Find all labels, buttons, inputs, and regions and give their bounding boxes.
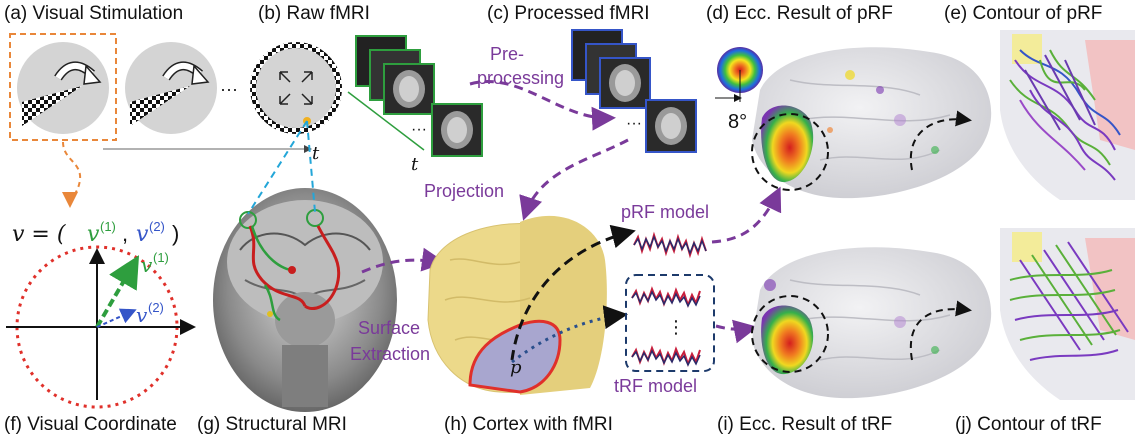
- selected-stimulus-box: [9, 33, 117, 141]
- trf-brain-surface: [752, 247, 992, 399]
- title-visual-stimulation: (a) Visual Stimulation: [4, 3, 183, 24]
- prf-brain-surface: [752, 47, 992, 199]
- trf-timeseries-2: [631, 345, 701, 367]
- prf-to-ecc-arrow: [711, 186, 782, 244]
- stimulus-to-coordinate-arrow: [62, 141, 82, 208]
- title-ecc-prf: (d) Ecc. Result of pRF: [706, 3, 893, 24]
- title-visual-coordinate: (f) Visual Coordinate: [4, 414, 177, 435]
- v2-vector: [96, 308, 137, 328]
- time-label-stimulus: t: [312, 143, 320, 164]
- coord-eq-prefix: v = (: [12, 222, 66, 247]
- coord-eq-v2-sup: (2): [149, 219, 165, 234]
- projection-label: Projection: [424, 181, 504, 201]
- axis-v2-sup: (2): [148, 300, 164, 315]
- title-structural-mri: (g) Structural MRI: [197, 414, 347, 435]
- eccentricity-scale-label: 8°: [728, 111, 747, 133]
- to-prf-model-arrow: [510, 224, 636, 361]
- preprocessing-label-1: Pre-: [490, 44, 524, 64]
- sight-line-right: [306, 120, 316, 213]
- axis-v1: v: [141, 253, 153, 277]
- axis-v1-sup: (1): [153, 250, 169, 265]
- coord-eq-v1-sup: (1): [100, 219, 116, 234]
- coord-eq-close: ): [172, 221, 179, 246]
- title-contour-trf: (j) Contour of tRF: [955, 414, 1102, 435]
- frames-ellipsis: ···: [220, 79, 238, 99]
- title-contour-prf: (e) Contour of pRF: [944, 3, 1102, 24]
- title-ecc-trf: (i) Ecc. Result of tRF: [717, 414, 892, 435]
- preprocessing-label-2: processing: [477, 68, 564, 88]
- title-processed-fmri: (c) Processed fMRI: [487, 3, 650, 24]
- coord-eq-comma: ,: [122, 221, 128, 246]
- coord-eq-v2: v: [136, 222, 149, 247]
- prf-model-label: pRF model: [621, 202, 709, 222]
- axis-v2: v: [136, 303, 148, 327]
- stimulus-frame-ring: [250, 42, 342, 134]
- raw-fmri-stack: [355, 35, 483, 157]
- prf-roi-circle: [751, 113, 829, 191]
- trf-vertical-ellipsis: ⋮: [667, 317, 685, 337]
- surface-label-2: Extraction: [350, 344, 430, 364]
- trf-roi-circle: [751, 295, 829, 373]
- structural-mri-head: [213, 188, 397, 412]
- title-cortex-fmri: (h) Cortex with fMRI: [444, 414, 613, 435]
- trf-model-box: [625, 274, 715, 372]
- prf-timeseries: [633, 231, 707, 259]
- raw-fmri-time-axis: [347, 91, 425, 151]
- processed-fmri-stack: [571, 29, 697, 153]
- point-p-label: p: [510, 357, 522, 378]
- stimulus-frame-1: [17, 42, 109, 134]
- trf-contour-map: [1000, 228, 1135, 400]
- surface-extraction-arrow: [361, 247, 446, 274]
- coord-eq-v1: v: [87, 222, 100, 247]
- processed-fmri-ellipsis: ···: [626, 115, 642, 132]
- raw-fmri-ellipsis: ···: [411, 121, 427, 138]
- stimulus-frame-2: [125, 42, 217, 134]
- cortex-surface: [427, 215, 607, 395]
- title-raw-fmri: (b) Raw fMRI: [258, 3, 370, 24]
- time-label-raw: t: [411, 154, 419, 175]
- surface-label-1: Surface: [358, 318, 420, 338]
- trf-to-ecc-arrow: [715, 319, 758, 344]
- to-trf-model-arrow: [511, 305, 628, 364]
- preprocessing-arrow: [469, 80, 616, 131]
- projection-arrow: [519, 138, 629, 221]
- trf-model-label: tRF model: [614, 376, 697, 396]
- sight-line-left: [247, 120, 308, 215]
- trf-timeseries-1: [631, 286, 701, 308]
- prf-contour-map: [1000, 30, 1135, 200]
- v1-vector: [95, 255, 140, 329]
